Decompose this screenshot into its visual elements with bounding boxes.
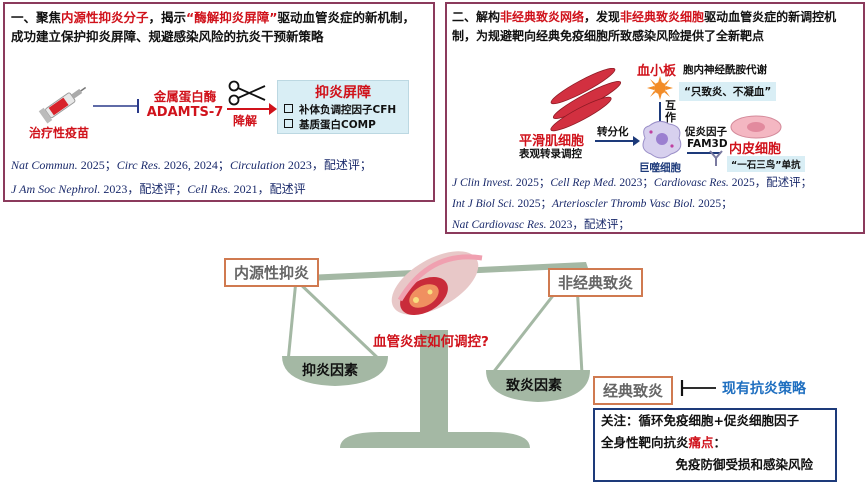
endothelial-label: 内皮细胞 [729, 142, 782, 157]
platelet-note: 胞内神经酰胺代谢 [683, 64, 767, 76]
enzyme-name: 金属蛋白酶 [153, 89, 217, 104]
note-line-2: 全身性靶向抗炎痛点： [601, 435, 727, 450]
macrophage-icon [642, 120, 682, 159]
title-text: 一、聚焦 [11, 10, 62, 25]
left-ref-line-2: J Am Soc Nephrol. 2023，配述评；Cell Res. 202… [11, 182, 306, 196]
note-line-1: 关注：循环免疫细胞+促炎细胞因子 [601, 413, 799, 428]
right-pan [486, 370, 590, 402]
scale-pillar [420, 330, 448, 434]
interact-label: 互作 [665, 99, 676, 124]
right-pan-label: 致炎因素 [506, 378, 562, 394]
cleave-label: 降解 [233, 114, 258, 128]
scissors-icon [228, 80, 266, 106]
platelet-quote: “只致炎、不凝血” [679, 82, 777, 101]
fam3d-label: FAM3D [687, 138, 728, 150]
transdiff-label: 转分化 [597, 126, 629, 138]
smooth-muscle-cell-icon [550, 68, 622, 132]
left-pan [282, 356, 388, 386]
checkbox-icon [284, 119, 293, 128]
title-text: 驱动血管炎症的新机制， [277, 10, 415, 25]
left-panel-title: 一、聚焦内源性抑炎分子，揭示“酶解抑炎屏障”驱动血管炎症的新机制， 成功建立保护… [11, 8, 433, 46]
title-text: ，揭示 [148, 10, 187, 25]
classical-pro-inflammatory-tag: 经典致炎 [593, 376, 674, 405]
syringe-icon [38, 86, 87, 124]
endothelial-cell-icon [730, 115, 782, 139]
smc-note: 表观转录调控 [519, 148, 582, 160]
right-ref-line-1: J Clin Invest. 2025；Cell Rep Med. 2023；C… [452, 177, 813, 189]
right-panel: 二、解构非经典致炎网络，发现非经典致炎细胞驱动血管炎症的新调控机 制，为规避靶向… [445, 2, 865, 234]
smc-label: 平滑肌细胞 [519, 134, 585, 149]
title-highlight: “酶解抑炎屏障” [186, 10, 278, 25]
checkbox-icon [284, 104, 293, 113]
inhibit-arrow [93, 99, 139, 113]
cleave-arrowhead [269, 103, 277, 115]
antibody-icon [709, 150, 723, 166]
antibody-label: “一石三鸟”单抗 [727, 156, 805, 172]
title-line-2: 制，为规避靶向经典免疫细胞所致感染风险提供了全新靶点 [452, 29, 765, 43]
enzyme-code: ADAMTS-7 [146, 105, 224, 120]
barrier-item: 基质蛋白COMP [284, 117, 408, 132]
title-line-2: 成功建立保护抑炎屏障、规避感染风险的抗炎干预新策略 [11, 29, 324, 44]
left-panel: 一、聚焦内源性抑炎分子，揭示“酶解抑炎屏障”驱动血管炎症的新机制， 成功建立保护… [3, 2, 435, 202]
cleave-arrow [227, 108, 271, 110]
artery-icon [391, 251, 483, 315]
left-pan-label: 抑炎因素 [302, 363, 358, 379]
vaccine-label: 治疗性疫苗 [29, 126, 90, 140]
note-line-3: 免疫防御受损和感染风险 [675, 457, 813, 472]
center-question: 血管炎症如何调控? [373, 334, 489, 350]
right-panel-title: 二、解构非经典致炎网络，发现非经典致炎细胞驱动血管炎症的新调控机 制，为规避靶向… [452, 10, 837, 43]
transdiff-arrow [595, 140, 635, 142]
title-highlight: 内源性抑炎分子 [61, 10, 149, 25]
left-ref-line-1: Nat Commun. 2025；Circ Res. 2026, 2024；Ci… [11, 158, 372, 172]
enzyme-label: 金属蛋白酶 ADAMTS-7 [145, 86, 225, 120]
endogenous-anti-inflammatory-tag: 内源性抑炎 [224, 258, 320, 287]
strategy-label: 现有抗炎策略 [722, 381, 806, 397]
note-box: 关注：循环免疫细胞+促炎细胞因子 全身性靶向抗炎痛点： 免疫防御受损和感染风险 [593, 408, 837, 482]
cytokine-label: 促炎因子 [685, 126, 727, 138]
platelet-label: 血小板 [637, 64, 677, 79]
inhibit-strategy-arrow [680, 380, 716, 396]
macrophage-label: 巨噬细胞 [639, 162, 681, 174]
interact-arrow [659, 102, 661, 124]
scale-base [340, 432, 530, 448]
non-classical-pro-inflammatory-tag: 非经典致炎 [548, 268, 644, 297]
transdiff-arrowhead [633, 136, 640, 146]
right-ref-line-3: Nat Cardiovasc Res. 2023，配述评； [452, 219, 630, 231]
barrier-box: 抑炎屏障 补体负调控因子CFH 基质蛋白COMP [277, 80, 409, 134]
platelet-icon [647, 76, 673, 100]
barrier-title: 抑炎屏障 [315, 85, 371, 101]
barrier-item: 补体负调控因子CFH [284, 102, 408, 117]
right-ref-line-2: Int J Biol Sci. 2025；Arterioscler Thromb… [452, 198, 733, 210]
